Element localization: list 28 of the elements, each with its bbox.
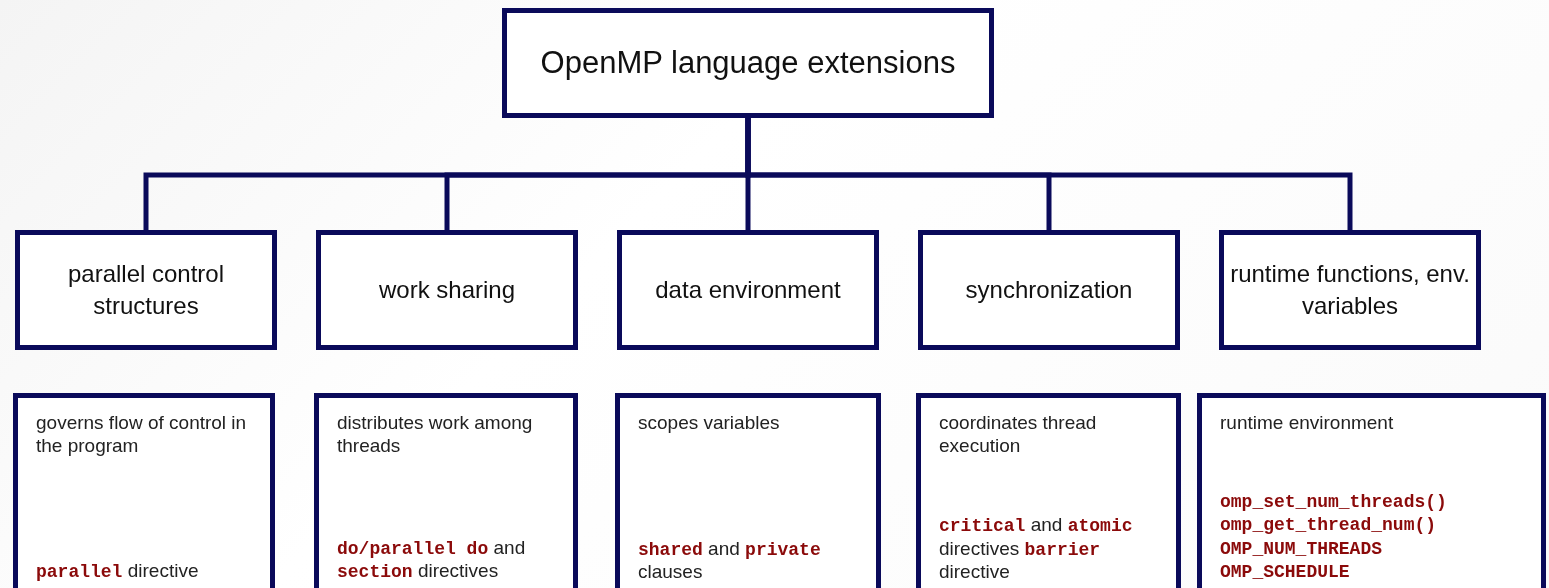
description-box xyxy=(13,393,275,588)
description-text: governs flow of control in the program xyxy=(36,412,248,458)
description-text: distributes work among threads xyxy=(337,412,534,458)
description-text: scopes variables xyxy=(638,412,781,435)
code-example-text: parallel directive xyxy=(36,560,200,584)
description-box xyxy=(916,393,1181,588)
category-box xyxy=(15,230,277,350)
code-example-text: omp_set_num_threads() omp_get_thread_num() OMP_NUM_THREADS OMP_SCHEDULE xyxy=(1220,490,1448,584)
box-title: runtime functions, env. variables xyxy=(1229,258,1471,321)
box-title: work sharing xyxy=(377,274,517,305)
code-example-text: critical and atomic directives barrier directive xyxy=(939,514,1134,584)
box-title: OpenMP language extensions xyxy=(539,43,957,82)
box-title: data environment xyxy=(654,274,842,305)
description-box xyxy=(1197,393,1546,588)
category-box xyxy=(1219,230,1481,350)
box-title: synchronization xyxy=(964,274,1134,305)
code-example-text: shared and private clauses xyxy=(638,537,822,584)
description-box xyxy=(615,393,881,588)
description-text: coordinates thread execution xyxy=(939,412,1098,458)
category-box xyxy=(316,230,578,350)
description-box xyxy=(314,393,578,588)
category-box xyxy=(918,230,1180,350)
code-example-text: do/parallel do and section directives xyxy=(337,536,527,584)
description-text: runtime environment xyxy=(1220,412,1395,435)
connector-line xyxy=(745,118,1353,230)
category-box xyxy=(617,230,879,350)
category-box xyxy=(502,8,994,118)
box-title: parallel control structures xyxy=(66,258,226,321)
